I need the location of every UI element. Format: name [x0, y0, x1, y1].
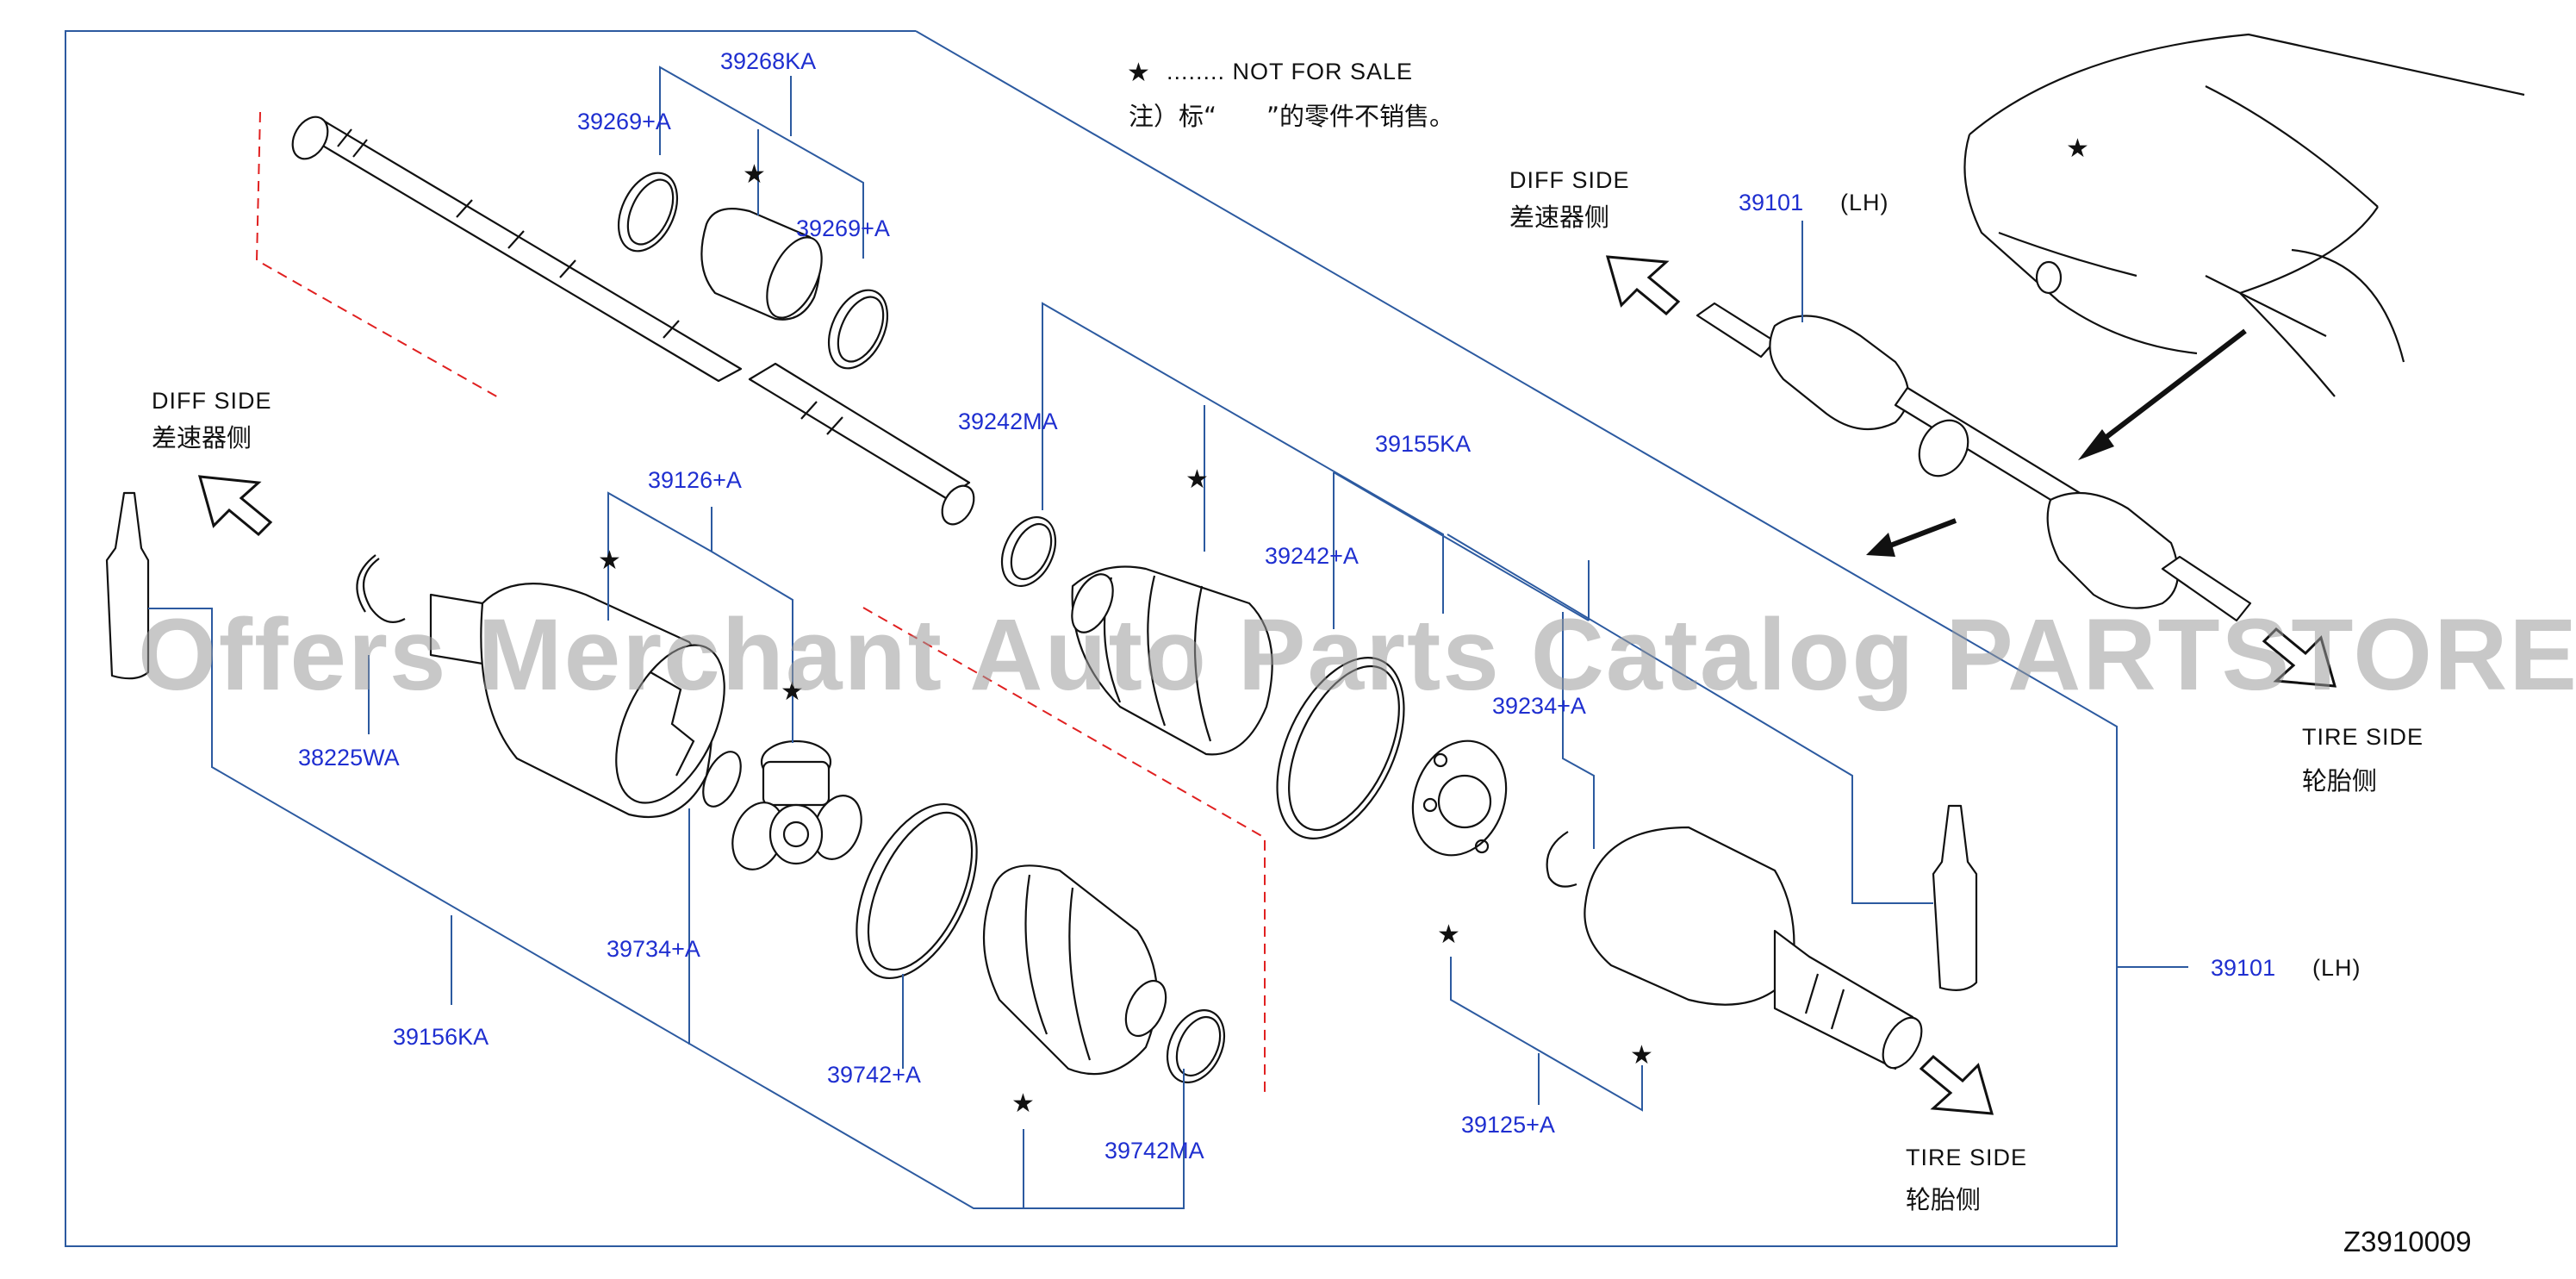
arrow-tire-side-bottom [1919, 1054, 1994, 1115]
assembly-frame [65, 30, 2118, 1247]
diff-side-cn-left: 差速器侧 [152, 423, 252, 452]
drive-shaft-assembly [1696, 302, 2252, 622]
side-lh-top: (LH) [1840, 190, 1889, 215]
part-number-39269A[interactable]: 39269+A [796, 215, 890, 241]
outer-boot [1071, 565, 1273, 756]
shaft-part [291, 115, 975, 526]
arrow-diff-side-top [1605, 255, 1681, 316]
star-marker: ★ [1011, 1089, 1035, 1119]
diagram-code: Z3910009 [2343, 1226, 2472, 1257]
grease-tube-left [105, 491, 150, 680]
part-number-39734A[interactable]: 39734+A [607, 936, 700, 962]
clamp-39242MA [1000, 516, 1057, 587]
part-number-39742MA[interactable]: 39742MA [1104, 1138, 1204, 1164]
car-sketch [1963, 33, 2525, 397]
dashed-box-shaft [255, 111, 501, 399]
star-marker: ★ [743, 159, 766, 190]
grease-tube-right [1932, 804, 1978, 992]
part-number-39242MA[interactable]: 39242MA [958, 409, 1058, 434]
tire-side-cn-right: 轮胎侧 [2302, 766, 2377, 795]
tire-side-label-right: TIRE SIDE [2302, 724, 2424, 750]
part-number-39101-top[interactable]: 39101 [1739, 190, 1803, 215]
legend-chinese: 注）标“ ”的零件不销售。 [1129, 102, 1454, 131]
snap-ring-39734A [702, 751, 742, 808]
tripod-joint [731, 739, 862, 870]
watermark: Offers Merchant Auto Parts Catalog PARTS… [138, 598, 2576, 712]
part-number-39242A[interactable]: 39242+A [1265, 543, 1359, 569]
clamp-39269-left [617, 172, 679, 253]
side-lh-right: (LH) [2312, 955, 2361, 981]
not-for-sale-stars: ★ ★ ★ ★ ★ ★ ★ ★ [598, 134, 2089, 1119]
clamp-39242A [1276, 657, 1405, 839]
arrow-solid-car [1866, 328, 2247, 557]
star-marker: ★ [781, 677, 804, 707]
part-number-39742A[interactable]: 39742+A [827, 1062, 921, 1088]
part-number-39268KA[interactable]: 39268KA [720, 48, 816, 74]
tire-side-cn-bottom: 轮胎侧 [1906, 1185, 1981, 1214]
part-number-39234A[interactable]: 39234+A [1492, 693, 1586, 719]
arrow-tire-side-top [2262, 627, 2337, 688]
leader-lines [148, 66, 2188, 1209]
clamp-39742A [856, 802, 978, 980]
snap-ring-39234A [1546, 831, 1577, 888]
outer-race-cage [1411, 739, 1508, 857]
arrow-diff-side-left [197, 475, 273, 537]
part-number-38225WA[interactable]: 38225WA [298, 745, 400, 771]
diff-side-label-left: DIFF SIDE [152, 388, 272, 414]
part-number-39156KA[interactable]: 39156KA [393, 1024, 488, 1050]
star-marker: ★ [1437, 920, 1460, 950]
part-number-39155KA[interactable]: 39155KA [1375, 431, 1471, 457]
part-number-39101-right[interactable]: 39101 [2211, 955, 2275, 981]
part-number-39126A[interactable]: 39126+A [648, 467, 742, 493]
outer-joint-housing [1584, 826, 1923, 1070]
star-marker: ★ [2066, 134, 2089, 164]
star-marker: ★ [1630, 1040, 1653, 1070]
legend-not-for-sale: ........ NOT FOR SALE [1167, 59, 1413, 84]
diff-side-label-top: DIFF SIDE [1509, 167, 1630, 193]
part-number-39269A[interactable]: 39269+A [577, 109, 671, 134]
clamp-39269-right [827, 289, 889, 370]
inner-joint-housing [429, 583, 725, 819]
snap-ring-38225WA [356, 554, 406, 623]
diff-side-cn-top: 差速器侧 [1509, 203, 1609, 232]
inner-boot [982, 864, 1167, 1076]
tire-side-label-bottom: TIRE SIDE [1906, 1145, 2027, 1170]
star-marker: ★ [1185, 465, 1209, 495]
star-marker: ★ [598, 546, 621, 576]
boot-39268KA [700, 208, 823, 321]
clamp-39742MA [1166, 1009, 1226, 1083]
legend-star: ★ [1127, 58, 1150, 88]
part-number-39125A[interactable]: 39125+A [1461, 1112, 1555, 1138]
